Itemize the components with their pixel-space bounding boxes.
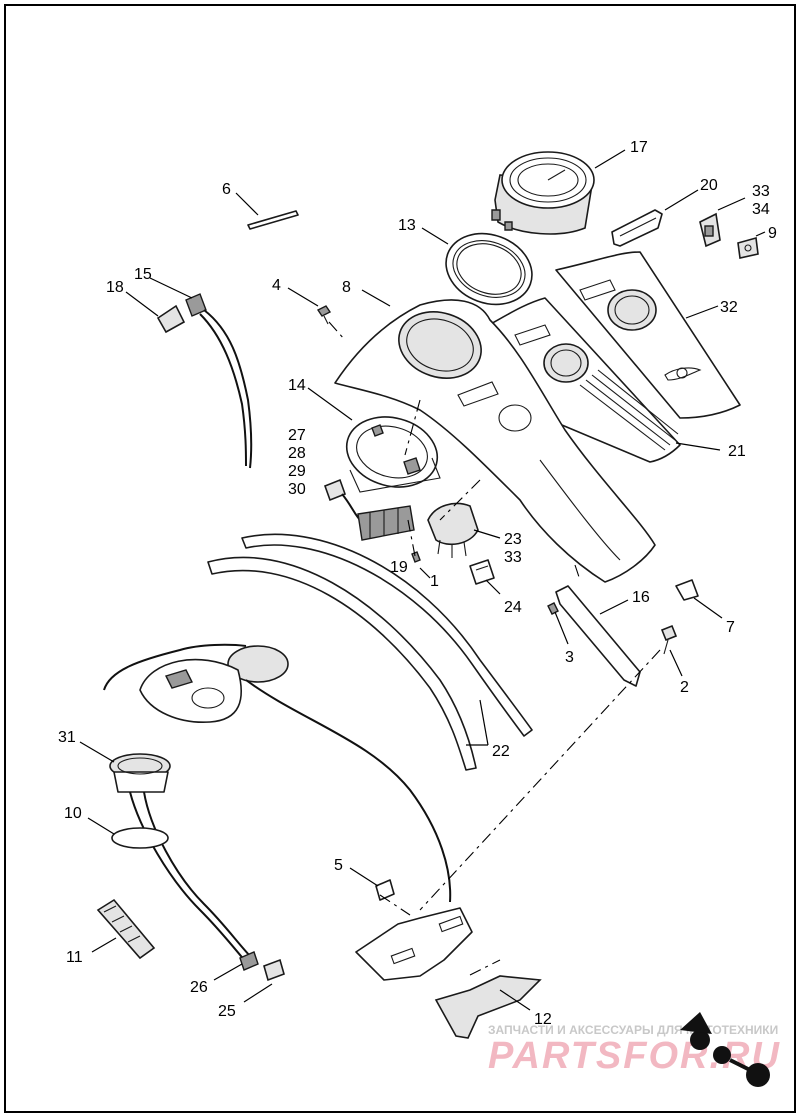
part-33-34-switch — [699, 212, 721, 248]
frame-border — [4, 4, 796, 1113]
part-4-screw — [316, 305, 332, 325]
callout-21: 21 — [728, 443, 746, 460]
callout-18: 18 — [106, 279, 124, 296]
callout-15: 15 — [134, 266, 152, 283]
part-6-pin — [247, 210, 299, 230]
callout-4: 4 — [272, 277, 281, 294]
leader-lines — [79, 149, 766, 1011]
callout-22: 22 — [492, 743, 510, 760]
callout-33-top: 33 — [752, 183, 770, 200]
callout-20: 20 — [700, 177, 718, 194]
mount-bracket — [355, 907, 473, 981]
callout-8: 8 — [342, 279, 351, 296]
part-18-15-sensor — [156, 293, 253, 469]
part-5-clip-nut — [375, 879, 395, 901]
part-32-facia — [555, 251, 741, 419]
watermark-brand: PARTSFOR.RU — [488, 1035, 781, 1077]
part-27-30-connector — [323, 478, 415, 541]
part-11-sleeve — [96, 898, 156, 960]
part-7-bracket — [675, 579, 699, 601]
callout-3: 3 — [565, 649, 574, 666]
part-21-console-cover — [469, 297, 681, 463]
part-24-clip — [469, 559, 495, 585]
part-2-bolt — [660, 624, 678, 655]
part-19-screw — [411, 551, 421, 563]
fuel-gauge-assembly — [103, 643, 452, 903]
callout-16: 16 — [632, 589, 650, 606]
callout-26: 26 — [190, 979, 208, 996]
part-23-switch — [427, 502, 479, 558]
callout-32: 32 — [720, 299, 738, 316]
part-13-trim-ring — [445, 232, 533, 306]
callout-11: 11 — [66, 949, 83, 966]
part-14-housing — [345, 416, 441, 493]
assembly-lines — [328, 321, 661, 976]
callout-2: 2 — [680, 679, 689, 696]
part-9-panel — [737, 236, 759, 259]
callout-labels: 17 6 20 33 34 9 13 15 18 4 8 32 14 27 28… — [58, 139, 777, 1028]
callout-10: 10 — [64, 805, 82, 822]
watermark-logo-mark — [680, 1012, 770, 1087]
callout-25: 25 — [218, 1003, 236, 1020]
part-10-o-ring — [111, 827, 169, 849]
callout-13: 13 — [398, 217, 416, 234]
callout-30: 30 — [288, 481, 306, 498]
callout-34: 34 — [752, 201, 770, 218]
callout-12: 12 — [534, 1011, 552, 1028]
callout-33-bottom: 33 — [504, 549, 522, 566]
part-22-trim-strips — [207, 533, 533, 771]
callout-29: 29 — [288, 463, 306, 480]
callout-6: 6 — [222, 181, 231, 198]
watermark: ЗАПЧАСТИ И АКСЕССУАРЫ ДЛЯ МОТОТЕХНИКИ PA… — [488, 1012, 781, 1087]
callout-27: 27 — [288, 427, 306, 444]
callout-7: 7 — [726, 619, 735, 636]
callout-19: 19 — [390, 559, 408, 576]
part-3-screw — [547, 602, 559, 615]
callout-17: 17 — [630, 139, 648, 156]
part-8-dash-console — [334, 299, 656, 583]
part-16-bracket — [555, 585, 641, 687]
part-17-speedometer — [491, 151, 595, 235]
callout-23: 23 — [504, 531, 522, 548]
callout-31: 31 — [58, 729, 76, 746]
callout-28: 28 — [288, 445, 306, 462]
callout-9: 9 — [768, 225, 777, 242]
part-20-bracket — [611, 209, 663, 247]
callout-1: 1 — [430, 573, 439, 590]
callout-5: 5 — [334, 857, 343, 874]
part-31-fuel-gauge — [109, 753, 253, 963]
part-12-bracket — [434, 975, 542, 1039]
callout-14: 14 — [288, 377, 306, 394]
callout-24: 24 — [504, 599, 522, 616]
part-25-26-connector — [239, 951, 285, 982]
